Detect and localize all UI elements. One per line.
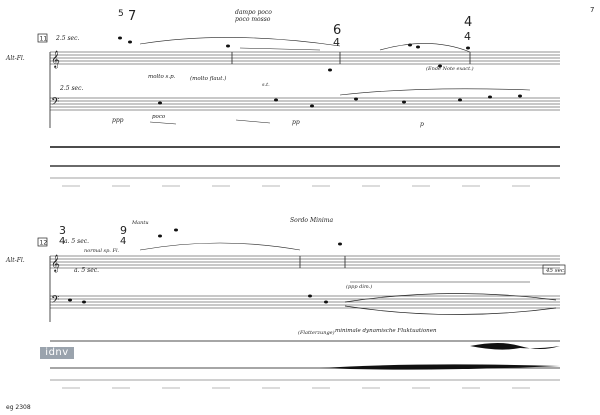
direction: molto s.p. <box>148 74 176 80</box>
note-cluster <box>158 228 342 246</box>
treble-clef-icon: 𝄞 <box>51 254 60 272</box>
time-sig-top: 6 <box>333 23 341 38</box>
instrument-label: Alt-Fl. <box>5 55 25 62</box>
note-cluster <box>118 36 470 72</box>
slur <box>344 305 557 315</box>
time-sig-bottom: 4 <box>59 236 65 247</box>
time-sig-top: 4 <box>464 15 472 30</box>
rehearsal-mark: 12 <box>40 240 48 247</box>
direction: poco <box>152 114 166 120</box>
duration-mark: 2.5 sec. <box>59 85 83 92</box>
waveform <box>320 364 560 370</box>
direction: (ppp dim.) <box>346 283 372 290</box>
note-cluster <box>68 294 328 304</box>
time-sig-bottom: 4 <box>464 30 471 43</box>
time-box <box>542 264 566 275</box>
duration-mark: 2.5 sec. <box>55 35 79 42</box>
time-sig-top: 7 <box>128 9 136 24</box>
system-2: 12 Alt-Fl. 3 4 9 4 a. 5 sec. Mantu Sordo… <box>5 217 566 381</box>
system-1: 11 Alt-Fl. 5 7 6 4 4 4 2.5 sec. dampo po… <box>5 9 560 179</box>
time-sig-top: 5 <box>118 9 124 19</box>
duration-mark: a. 5 sec. <box>74 267 99 274</box>
note-cluster <box>158 94 522 108</box>
time-sig-top: 3 <box>59 224 66 237</box>
dynamic: ppp <box>112 117 124 124</box>
slur <box>139 242 301 251</box>
direction: s.t. <box>262 82 270 88</box>
instrument-label: Alt-Fl. <box>5 257 25 264</box>
time-sig-bottom: 4 <box>120 236 126 247</box>
direction: (molto flaut.) <box>190 75 226 82</box>
slur <box>339 88 531 96</box>
time-sig-top: 9 <box>120 224 127 237</box>
rehearsal-mark-box <box>37 33 48 43</box>
rehearsal-mark: 11 <box>40 36 48 43</box>
direction: Sordo Minima <box>290 217 333 224</box>
hairpin <box>239 47 321 51</box>
direction: (Flatterzunge) <box>298 329 335 336</box>
time-box-label: 45 sec. <box>545 268 566 274</box>
staff-upper <box>50 51 560 65</box>
direction: poco mosso <box>235 16 271 23</box>
hairpin <box>149 121 177 125</box>
direction: normal sp. Fl. <box>84 248 120 254</box>
waveform <box>470 343 560 350</box>
direction: (Ende Note exact.) <box>426 65 474 72</box>
slur <box>344 293 557 303</box>
rehearsal-mark-box <box>37 237 48 247</box>
dynamic: p <box>420 121 424 128</box>
footnote: minimale dynamische Fluktuationen <box>335 328 437 334</box>
page-number: 7 <box>590 6 594 14</box>
staff-lower <box>50 295 560 309</box>
slur <box>139 37 341 47</box>
duration-mark: a. 5 sec. <box>64 238 89 245</box>
hairpin <box>235 119 271 124</box>
watermark-badge: idnv <box>40 347 74 359</box>
treble-clef-icon: 𝄞 <box>51 50 60 68</box>
bass-clef-icon: 𝄢 <box>51 96 59 111</box>
direction: dampo poco <box>235 9 272 16</box>
staff-upper <box>50 255 560 269</box>
time-sig-bottom: 4 <box>333 36 340 49</box>
dynamic: pp <box>292 119 300 126</box>
direction: Mantu <box>131 220 149 226</box>
bass-clef-icon: 𝄢 <box>51 294 59 309</box>
slur <box>379 43 471 53</box>
staff-lower <box>50 97 560 111</box>
catalog-code: eg 2308 <box>6 404 31 411</box>
